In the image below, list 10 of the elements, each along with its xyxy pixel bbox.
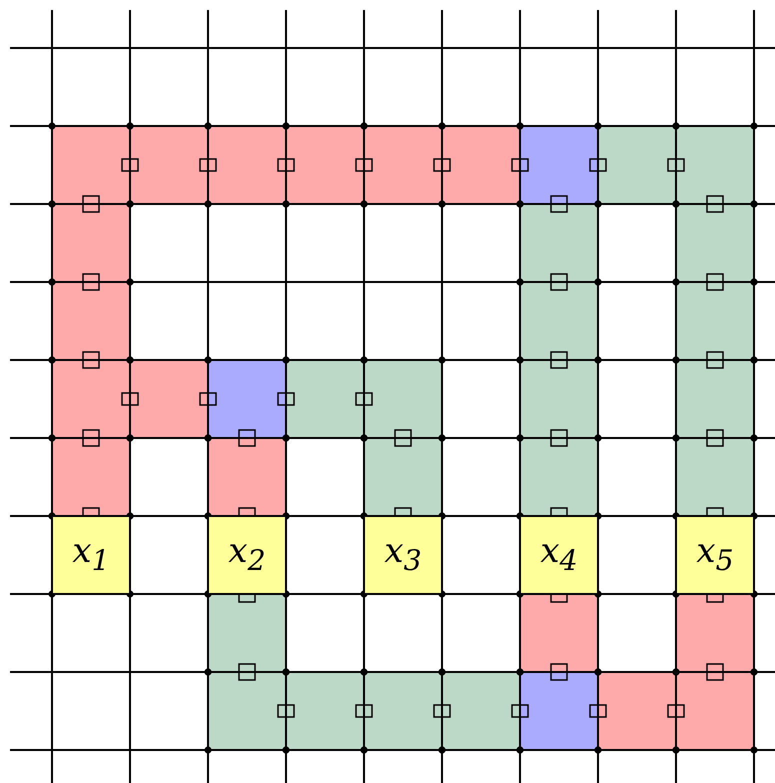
variable-label: x$_{1}$ <box>72 534 110 576</box>
variable-cell <box>209 517 285 593</box>
variable-cell <box>53 517 129 593</box>
variable-label: x$_{3}$ <box>384 534 422 576</box>
variable-cell <box>365 517 441 593</box>
variable-cell <box>521 517 597 593</box>
variable-cell <box>677 517 753 593</box>
variable-label: x$_{4}$ <box>540 534 578 576</box>
variable-label: x$_{2}$ <box>228 534 266 576</box>
variable-label: x$_{5}$ <box>696 534 734 576</box>
